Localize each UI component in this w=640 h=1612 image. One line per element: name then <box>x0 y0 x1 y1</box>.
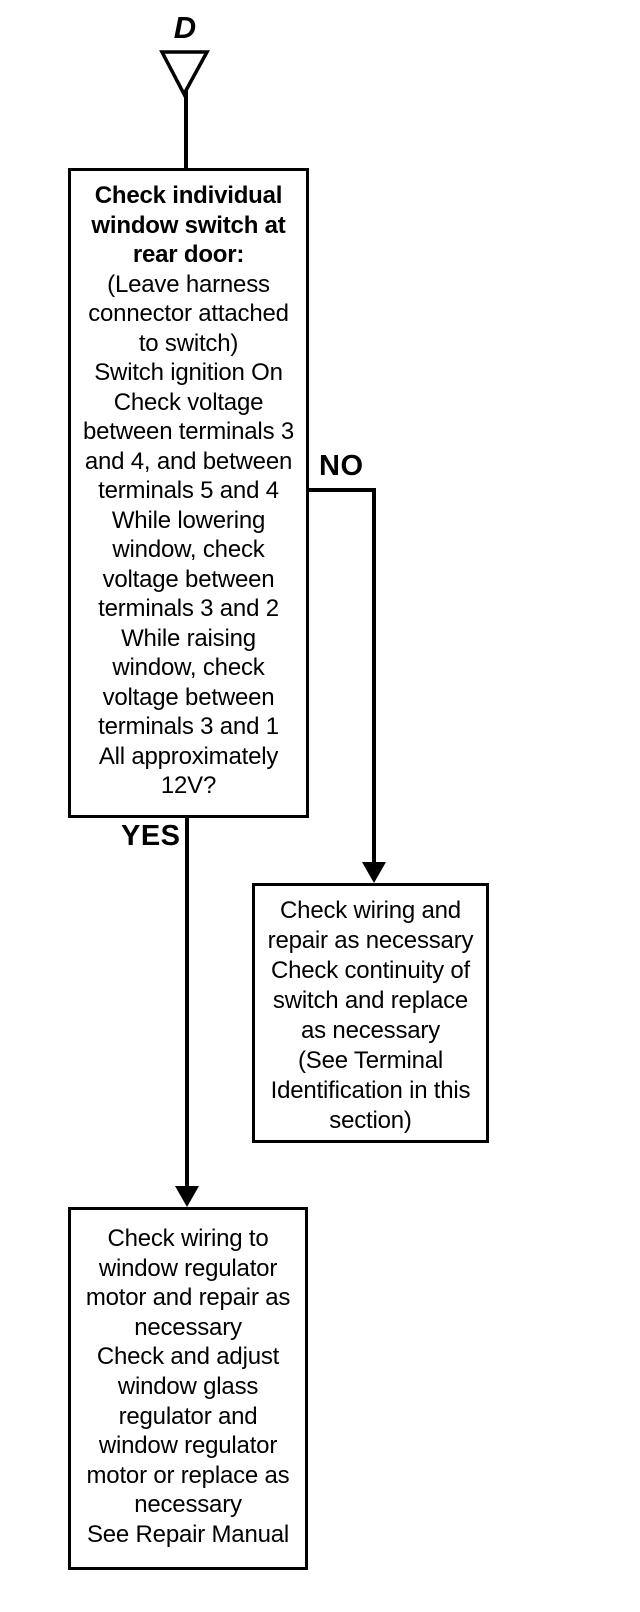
no-action-box: Check wiring and repair as necessary Che… <box>252 883 489 1143</box>
arrowhead-down-no-icon <box>362 862 386 883</box>
yes-action-box-text: Check wiring to window regulator motor a… <box>85 1225 291 1548</box>
no-action-box-text: Check wiring and repair as necessary Che… <box>267 897 474 1134</box>
flow-line-no-horizontal <box>306 488 376 492</box>
flow-line-yes-vertical <box>185 818 189 1188</box>
yes-branch-label: YES <box>121 820 181 852</box>
decision-box: Check individual window switch at rear d… <box>68 168 309 818</box>
flow-line-no-vertical <box>372 488 376 864</box>
yes-action-box: Check wiring to window regulator motor a… <box>68 1207 308 1570</box>
connector-triangle-down-icon <box>159 50 210 98</box>
no-branch-label: NO <box>319 450 364 482</box>
flow-line-connector-to-decision <box>184 91 188 170</box>
arrowhead-down-yes-icon <box>175 1186 199 1207</box>
connector-label: D <box>173 10 197 45</box>
decision-box-title: Check individual window switch at rear d… <box>91 182 286 268</box>
decision-box-body: (Leave harness connector attached to swi… <box>83 270 294 800</box>
